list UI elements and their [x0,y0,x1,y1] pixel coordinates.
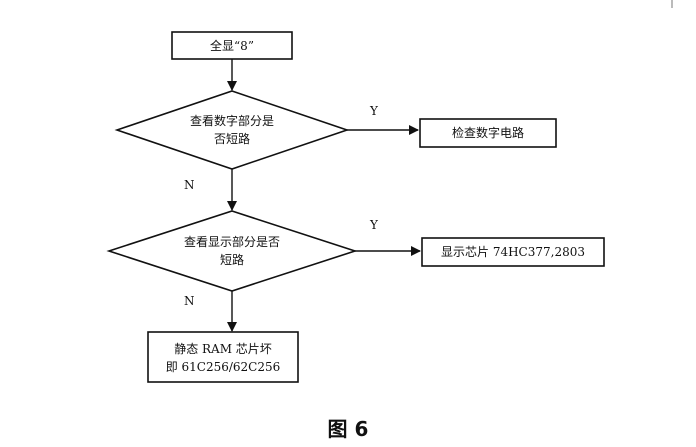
sram-box: 静态 RAM 芯片坏 即 61C256/62C256 [147,331,299,383]
figure-caption: 图 6 [327,417,369,441]
decision-check-display-line1: 查看显示部分是否 [184,234,280,249]
display-chip-label: 显示芯片 74HC377,2803 [441,245,585,259]
decision-check-digit-line1: 查看数字部分是 [190,113,274,128]
start-box: 全显“8” [171,31,293,60]
edge-label-yes-2: Y [369,218,379,232]
check-digit-circuit-box: 检查数字电路 [419,118,557,148]
check-digit-circuit-label: 检查数字电路 [452,125,524,140]
decision-check-display-line2: 短路 [220,252,244,267]
edge-label-no-2: N [184,294,195,308]
sram-label-line2: 即 61C256/62C256 [166,360,281,374]
sram-label-line1: 静态 RAM 芯片坏 [174,342,272,356]
decision-check-digit-line2: 否短路 [214,131,250,146]
edge-label-no-1: N [184,178,195,192]
start-box-label: 全显“8” [210,38,254,53]
edge-label-yes-1: Y [369,104,379,118]
display-chip-box: 显示芯片 74HC377,2803 [421,237,605,267]
decision-check-digit: 查看数字部分是 否短路 [114,90,350,170]
decision-check-display: 查看显示部分是否 短路 [106,210,358,292]
